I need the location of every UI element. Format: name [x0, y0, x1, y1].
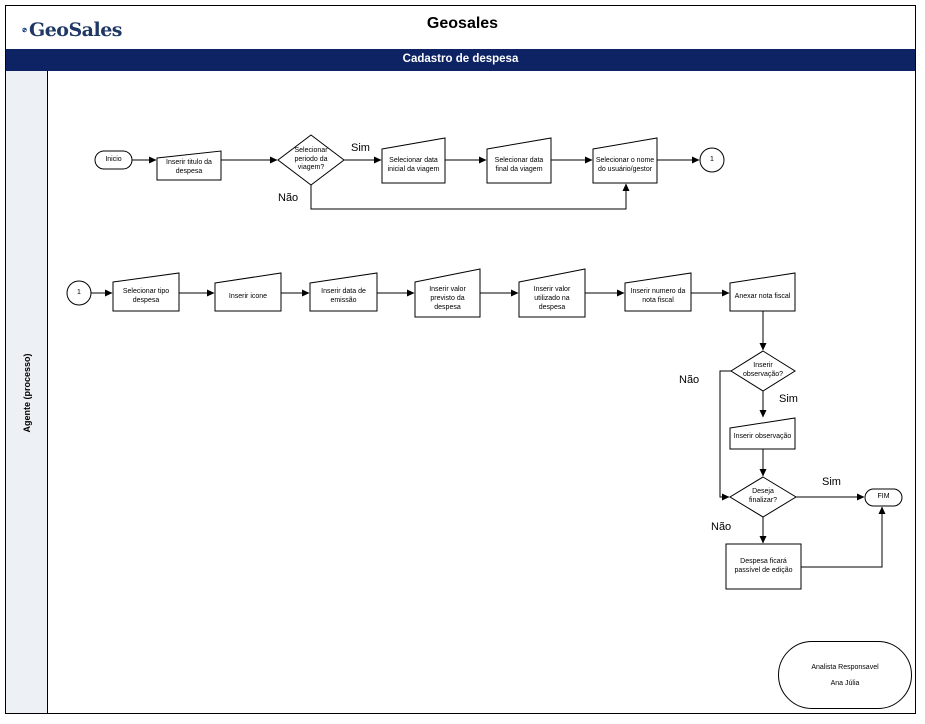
insert-title-step: Inserir titulo da despesa — [166, 159, 212, 175]
swimlane — [6, 71, 48, 713]
manual-input-shape — [729, 272, 796, 312]
globe-logo-icon — [22, 27, 27, 33]
flow-arrow — [719, 370, 731, 501]
edge-label-no: Não — [711, 521, 732, 533]
start-label: Inicio — [105, 155, 122, 163]
manual-input-shape — [592, 137, 658, 184]
logo-text: GeoSales — [28, 19, 123, 41]
editable-expense-step: Despesa ficará passível de edição — [734, 557, 793, 574]
finish-decision: Deseja finalizar? — [748, 488, 777, 504]
manual-input-shape — [729, 417, 796, 450]
edge-label-yes: Sim — [779, 393, 798, 405]
edge-label-yes: Sim — [351, 142, 370, 154]
insert-icon-step: Inserir icone — [228, 292, 268, 300]
manual-input-shape — [214, 272, 282, 312]
signature-role: Analista Responsavel — [811, 663, 879, 671]
manual-input-shape — [156, 150, 222, 181]
insert-invoice-number-step: Inserir numero da nota fiscal — [630, 288, 686, 304]
manual-input-shape — [112, 272, 180, 312]
page-title: Geosales — [426, 15, 499, 32]
manual-input-shape — [381, 137, 446, 184]
select-user-step: Selecionar o nome do usuário/gestor — [595, 156, 655, 173]
insert-issue-date-step: Inserir data de emissão — [321, 288, 366, 304]
end-label: FIM — [877, 493, 890, 501]
insert-note-step: Inserir observação — [733, 432, 792, 440]
signature-box: Analista Responsavel Ana Júlia — [778, 641, 912, 709]
insert-note-decision: Inserir observação? — [742, 362, 784, 378]
section-title: Cadastro de despesa — [6, 49, 915, 71]
select-start-date-step: Selecionar data inicial da viagem — [387, 156, 440, 173]
manual-input-shape — [309, 272, 378, 312]
connector-shape — [699, 147, 725, 173]
select-end-date-step: Selecionar data final da viagem — [494, 156, 544, 173]
flow-arrow — [801, 506, 886, 568]
edge-label-no: Não — [679, 374, 700, 386]
select-type-step: Selecionar tipo despesa — [122, 288, 170, 304]
diagram-frame — [5, 5, 916, 714]
select-period-decision: Selecionar periodo da viagem? — [294, 146, 328, 172]
logo: GeoSales — [22, 15, 123, 45]
manual-input-shape — [518, 268, 586, 318]
end-terminal — [864, 488, 903, 507]
insert-planned-value-step: Inserir valor previsto da despesa — [429, 286, 466, 311]
edge-label-no: Não — [278, 192, 299, 204]
insert-used-value-step: Inserir valor utilizado na despesa — [533, 286, 571, 311]
manual-input-shape — [486, 137, 552, 184]
manual-input-shape — [624, 272, 692, 312]
connector-in: 1 — [77, 288, 81, 296]
signature-name: Ana Júlia — [830, 679, 860, 687]
manual-input-shape — [414, 268, 481, 318]
edge-label-yes: Sim — [822, 476, 841, 488]
attach-invoice-step: Anexar nota fiscal — [734, 292, 791, 300]
flow-arrow — [310, 183, 630, 210]
connector-out: 1 — [710, 155, 714, 163]
